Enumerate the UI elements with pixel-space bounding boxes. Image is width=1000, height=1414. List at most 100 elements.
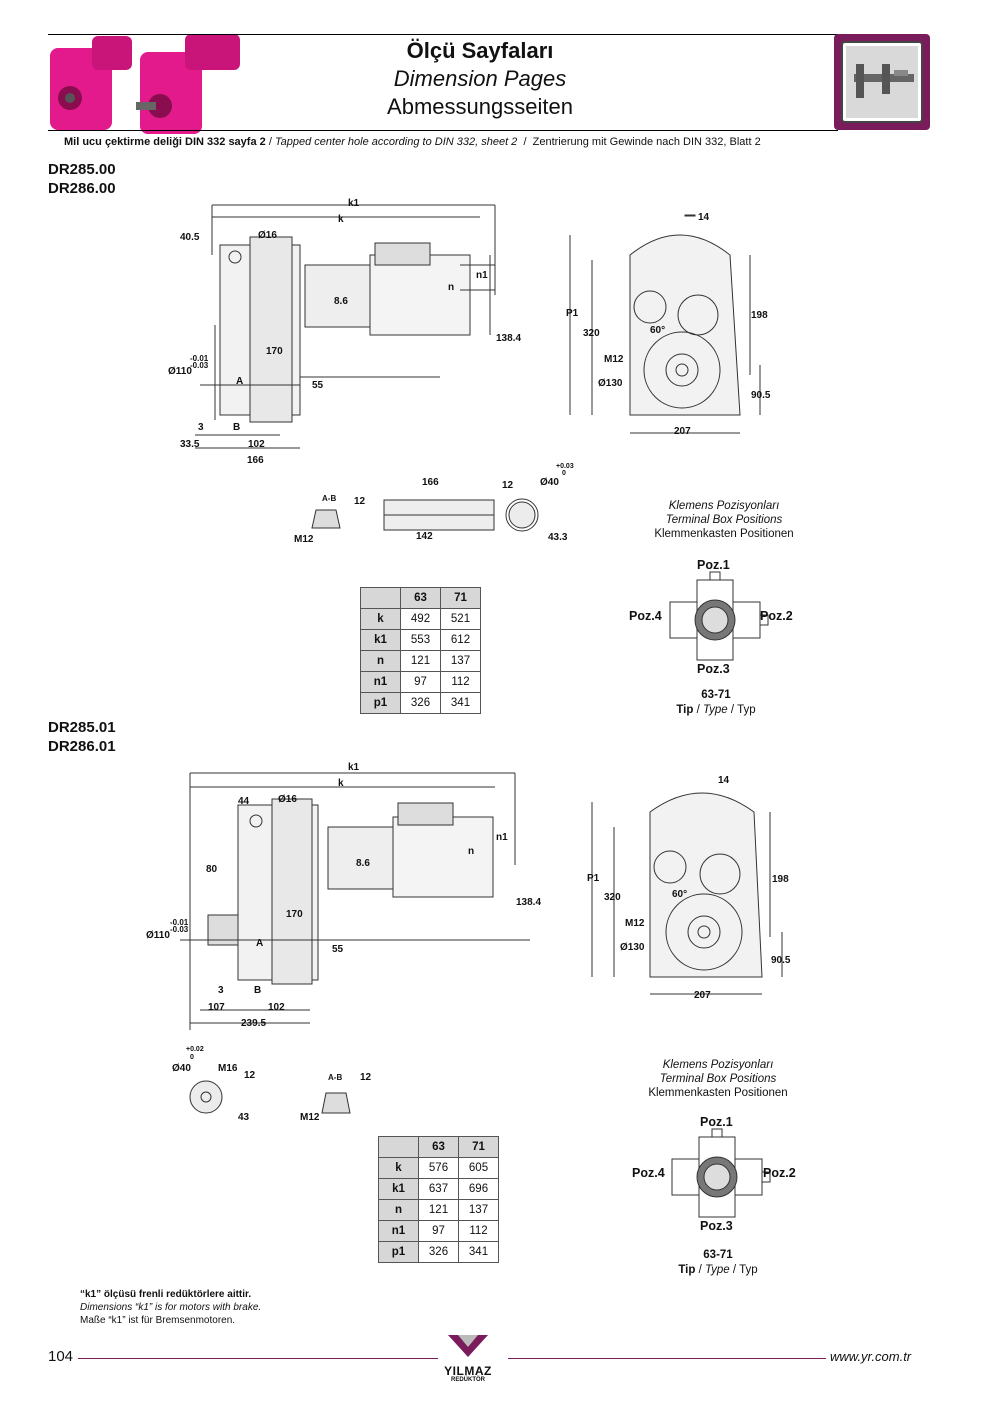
dim-label: n1 [496,832,508,843]
dim-label: 90.5 [771,955,791,966]
dim-label: 166 [422,477,439,488]
model-code: DR285.00 [48,161,116,178]
terminal-type: 63-71 Tip / Type / Typ [676,689,756,716]
dim-label: 90.5 [751,390,771,401]
website-link[interactable]: www.yr.com.tr [830,1349,912,1364]
dim-label: 44 [238,796,250,807]
dim-label: 14 [718,775,730,786]
dim-label: 207 [674,426,691,437]
terminal-position-label: Poz.1 [700,1115,733,1129]
dim-label: 239.5 [241,1018,267,1029]
dim-label: 60° [650,325,666,336]
dim-label: Ø40 [540,477,559,488]
dim-label: 12 [360,1072,372,1083]
dim-label: +0.02 [186,1046,204,1053]
terminal-type: 63-71 Tip / Type / Typ [678,1249,758,1276]
dim-label: 60° [672,889,688,900]
dim-label: 320 [604,892,621,903]
dim-label: M12 [604,354,624,365]
dim-label: 102 [248,439,265,450]
model-code: DR286.00 [48,180,116,197]
dim-label: 43.3 [548,532,568,543]
dim-label: M12 [300,1112,320,1123]
dim-label: 207 [694,990,711,1001]
dim-label: 0 [190,1054,194,1061]
dim-label: 3 [218,985,224,996]
center-hole-note: Mil ucu çektirme deliği DIN 332 sayfa 2 … [64,136,761,148]
terminal-position-label: Poz.4 [629,609,662,623]
dim-label: k1 [348,762,360,773]
header-product-photo [40,28,240,138]
dim-label: -0.03 [170,925,189,934]
dim-label: 40.5 [180,232,200,243]
dim-label: -0.01 [170,918,189,927]
section1-side-view-drawing [195,204,496,449]
terminal-box-positions-icon [671,1128,771,1218]
dim-label: 170 [286,909,303,920]
dim-label: 12 [354,496,366,507]
yilmaz-logo-icon [448,1335,488,1357]
dim-label: k1 [348,198,360,209]
dim-label: n1 [476,270,488,281]
dim-label: 8.6 [334,296,348,307]
dim-label: A [236,376,244,387]
section1-shaft-detail-drawing [311,498,539,532]
dim-label: B [254,985,262,996]
terminal-position-label: Poz.3 [700,1219,733,1233]
page-title-de: Abmessungsseiten [387,94,573,119]
dim-label: 138.4 [496,333,522,344]
dim-label: 43 [238,1112,250,1123]
gearbox-photo-icon [50,34,240,134]
dim-label: Ø16 [278,794,297,805]
dim-label: 138.4 [516,897,542,908]
terminal-position-label: Poz.2 [760,609,793,623]
table-col-header: 71 [440,587,481,609]
header-top-rule [48,34,838,35]
dim-label: 8.6 [356,858,370,869]
section2-shaft-detail-drawing [189,1080,351,1114]
dim-label: -0.01 [190,354,209,363]
dim-label: 320 [583,328,600,339]
table-corner [360,587,401,609]
page-title-tr: Ölçü Sayfaları [406,38,554,63]
terminal-box-title: Klemens Pozisyonları Terminal Box Positi… [654,500,794,540]
terminal-position-label: Poz.2 [763,1166,796,1180]
dim-label: Ø16 [258,230,277,241]
dim-label: 80 [206,864,218,875]
caliper-icon [834,34,930,130]
dim-label: -0.03 [190,361,209,370]
dim-label: 55 [332,944,344,955]
dim-label: 33.5 [180,439,200,450]
dim-label: P1 [587,873,600,884]
table-col-header: 63 [400,587,441,609]
dim-label: 107 [208,1002,225,1013]
dim-label: k [338,778,344,789]
dim-label: 55 [312,380,324,391]
dim-label: A-B [322,494,337,503]
table-col-header: 71 [458,1136,499,1158]
section2-front-view-drawing [591,792,783,995]
model-code: DR285.01 [48,719,116,736]
dim-label: 166 [247,455,264,466]
brake-footnote: “k1” ölçüsü frenli redüktörlere aittir. … [80,1289,262,1326]
dim-label: P1 [566,308,579,319]
footer-rule [508,1358,826,1359]
dim-label: 0 [562,470,566,477]
header-bottom-rule [48,130,838,131]
terminal-box-positions-icon [669,571,769,661]
section2-side-view-drawing [180,772,530,1030]
dim-label: Ø110 [146,930,170,941]
dim-label: 14 [698,212,710,223]
dim-label: Ø130 [598,378,623,389]
terminal-position-label: Poz.3 [697,662,730,676]
table-corner [378,1136,419,1158]
